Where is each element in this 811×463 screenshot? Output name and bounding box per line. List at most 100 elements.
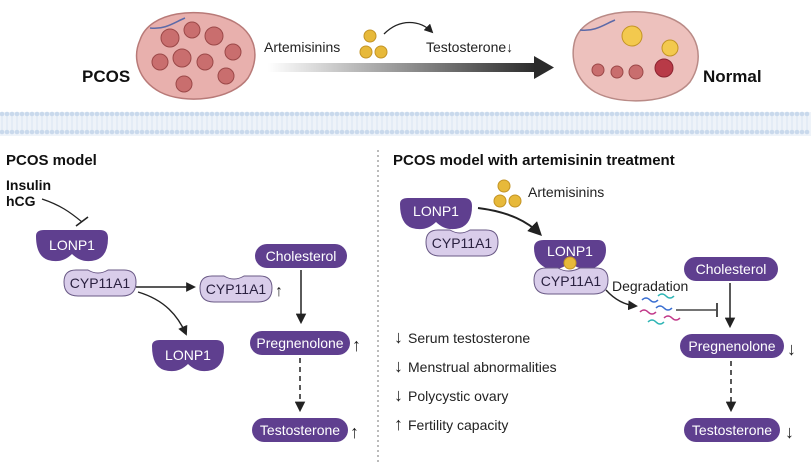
membrane-head bbox=[289, 111, 295, 117]
membrane-head bbox=[4, 111, 10, 117]
membrane-head bbox=[244, 111, 250, 117]
membrane-head bbox=[404, 111, 410, 117]
membrane-head bbox=[789, 129, 795, 135]
membrane-head bbox=[84, 111, 90, 117]
membrane-head bbox=[159, 129, 165, 135]
membrane-head bbox=[364, 111, 370, 117]
membrane-head bbox=[304, 129, 310, 135]
membrane-head bbox=[119, 111, 125, 117]
membrane-head bbox=[429, 129, 435, 135]
membrane-head bbox=[594, 129, 600, 135]
membrane-head bbox=[659, 111, 665, 117]
testosterone-right: Testosterone bbox=[684, 418, 780, 442]
membrane-head bbox=[99, 129, 105, 135]
membrane-head bbox=[69, 129, 75, 135]
membrane-head bbox=[44, 111, 50, 117]
membrane-head bbox=[629, 129, 635, 135]
membrane-head bbox=[239, 129, 245, 135]
membrane-head bbox=[654, 111, 660, 117]
membrane-head bbox=[444, 129, 450, 135]
membrane-head bbox=[479, 111, 485, 117]
membrane-head bbox=[399, 111, 405, 117]
membrane-head bbox=[449, 111, 455, 117]
membrane-head bbox=[89, 129, 95, 135]
membrane-head bbox=[519, 129, 525, 135]
svg-text:CYP11A1: CYP11A1 bbox=[432, 235, 493, 251]
membrane-head bbox=[539, 129, 545, 135]
membrane-head bbox=[309, 129, 315, 135]
membrane-head bbox=[644, 129, 650, 135]
membrane-head bbox=[154, 129, 160, 135]
membrane-head bbox=[614, 129, 620, 135]
membrane-head bbox=[619, 129, 625, 135]
membrane-head bbox=[304, 111, 310, 117]
membrane-head bbox=[184, 129, 190, 135]
membrane-head bbox=[214, 111, 220, 117]
membrane-head bbox=[294, 111, 300, 117]
membrane-head bbox=[64, 111, 70, 117]
membrane-head bbox=[494, 129, 500, 135]
membrane-head bbox=[749, 111, 755, 117]
membrane-head bbox=[729, 129, 735, 135]
membrane-head bbox=[514, 111, 520, 117]
membrane-head bbox=[274, 111, 280, 117]
membrane-head bbox=[134, 111, 140, 117]
membrane-head bbox=[579, 111, 585, 117]
membrane-head bbox=[734, 129, 740, 135]
membrane-head bbox=[704, 129, 710, 135]
membrane-head bbox=[634, 129, 640, 135]
membrane-head bbox=[339, 111, 345, 117]
membrane-head bbox=[169, 111, 175, 117]
membrane-head bbox=[59, 129, 65, 135]
membrane-head bbox=[419, 129, 425, 135]
membrane-head bbox=[349, 111, 355, 117]
cell-membrane bbox=[0, 111, 811, 136]
left-panel-title: PCOS model bbox=[6, 152, 97, 169]
inhibition-line-left bbox=[41, 198, 83, 223]
bound-artemisinin-pill bbox=[563, 256, 577, 270]
membrane-head bbox=[79, 129, 85, 135]
outcome-text: Polycystic ovary bbox=[408, 388, 508, 404]
membrane-head bbox=[799, 129, 805, 135]
arrow-to-lonp1-bottom bbox=[137, 291, 188, 336]
membrane-head bbox=[694, 111, 700, 117]
membrane-head bbox=[724, 111, 730, 117]
svg-text:CYP11A1: CYP11A1 bbox=[70, 275, 131, 291]
membrane-head bbox=[719, 111, 725, 117]
membrane-head bbox=[294, 129, 300, 135]
membrane-head bbox=[569, 111, 575, 117]
membrane-head bbox=[459, 129, 465, 135]
membrane-head bbox=[584, 129, 590, 135]
curved-arrow-header bbox=[383, 21, 434, 35]
outcome-arrow: ↓ bbox=[394, 385, 403, 405]
membrane-head bbox=[474, 129, 480, 135]
membrane-head bbox=[699, 111, 705, 117]
membrane-head bbox=[379, 111, 385, 117]
membrane-head bbox=[219, 129, 225, 135]
membrane-head bbox=[39, 111, 45, 117]
membrane-head bbox=[499, 111, 505, 117]
membrane-head bbox=[309, 111, 315, 117]
membrane-head bbox=[144, 129, 150, 135]
membrane-head bbox=[119, 129, 125, 135]
membrane-head bbox=[419, 111, 425, 117]
membrane-head bbox=[59, 111, 65, 117]
membrane-head bbox=[209, 111, 215, 117]
pregnenolone-down-arrow: ↓ bbox=[787, 339, 796, 359]
membrane-head bbox=[804, 111, 810, 117]
artemisinin-pills-right bbox=[493, 179, 522, 208]
membrane-head bbox=[69, 111, 75, 117]
membrane-head bbox=[354, 111, 360, 117]
membrane-head bbox=[434, 111, 440, 117]
membrane-head bbox=[724, 129, 730, 135]
membrane-head bbox=[649, 129, 655, 135]
pregnenolone-right: Pregnenolone bbox=[680, 334, 784, 358]
membrane-head bbox=[679, 111, 685, 117]
membrane-head bbox=[664, 129, 670, 135]
membrane-head bbox=[224, 129, 230, 135]
membrane-head bbox=[374, 129, 380, 135]
membrane-head bbox=[129, 111, 135, 117]
membrane-head bbox=[589, 129, 595, 135]
membrane-head bbox=[739, 111, 745, 117]
membrane-head bbox=[779, 129, 785, 135]
